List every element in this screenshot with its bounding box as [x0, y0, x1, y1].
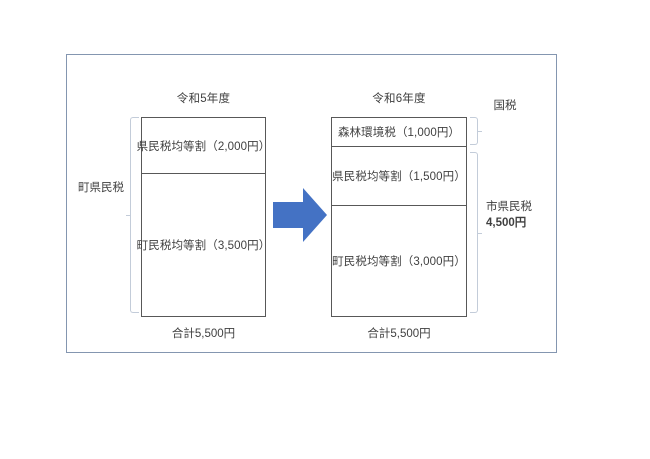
- national-tax-label: 国税: [493, 100, 517, 112]
- left-segment-municipal-label: 町民税均等割（3,500円）: [136, 240, 271, 252]
- national-tax-bracket: [470, 117, 482, 145]
- arrow-right-icon: [273, 188, 327, 242]
- left-group-bracket: [126, 117, 139, 313]
- right-panel-year-caption: 令和6年度: [372, 93, 426, 105]
- left-tax-stack: 県民税均等割（2,000円） 町民税均等割（3,500円）: [137, 117, 271, 317]
- local-resident-tax-label-group: 市県民税 4,500円: [486, 199, 538, 231]
- right-segment-forest-label: 森林環境税（1,000円）: [337, 127, 461, 139]
- local-resident-tax-label: 市県民税: [486, 201, 532, 213]
- right-panel-total: 合計5,500円: [367, 328, 431, 340]
- right-segment-prefectural-per-capita: 県民税均等割（1,500円）: [332, 146, 466, 205]
- right-tax-stack: 森林環境税（1,000円） 県民税均等割（1,500円） 町民税均等割（3,00…: [331, 117, 467, 317]
- left-segment-prefectural-per-capita: 県民税均等割（2,000円）: [137, 118, 271, 173]
- left-segment-municipal-per-capita: 町民税均等割（3,500円）: [137, 173, 270, 316]
- right-segment-municipal-label: 町民税均等割（3,000円）: [332, 256, 466, 268]
- local-resident-tax-amount: 4,500円: [486, 217, 527, 229]
- bracket-tick: [126, 215, 131, 216]
- bracket-tick: [477, 131, 482, 132]
- bracket-tick: [477, 232, 482, 234]
- local-resident-tax-bracket: [470, 152, 482, 313]
- right-segment-prefectural-label: 県民税均等割（1,500円）: [332, 171, 466, 183]
- left-panel-year-caption: 令和5年度: [176, 93, 231, 105]
- right-segment-municipal-per-capita: 町民税均等割（3,000円）: [332, 205, 466, 316]
- left-segment-prefectural-label: 県民税均等割（2,000円）: [136, 140, 271, 153]
- left-panel-total: 合計5,500円: [171, 328, 236, 340]
- right-segment-forest-environment-tax: 森林環境税（1,000円）: [332, 118, 466, 146]
- left-group-label: 町県民税: [78, 182, 124, 194]
